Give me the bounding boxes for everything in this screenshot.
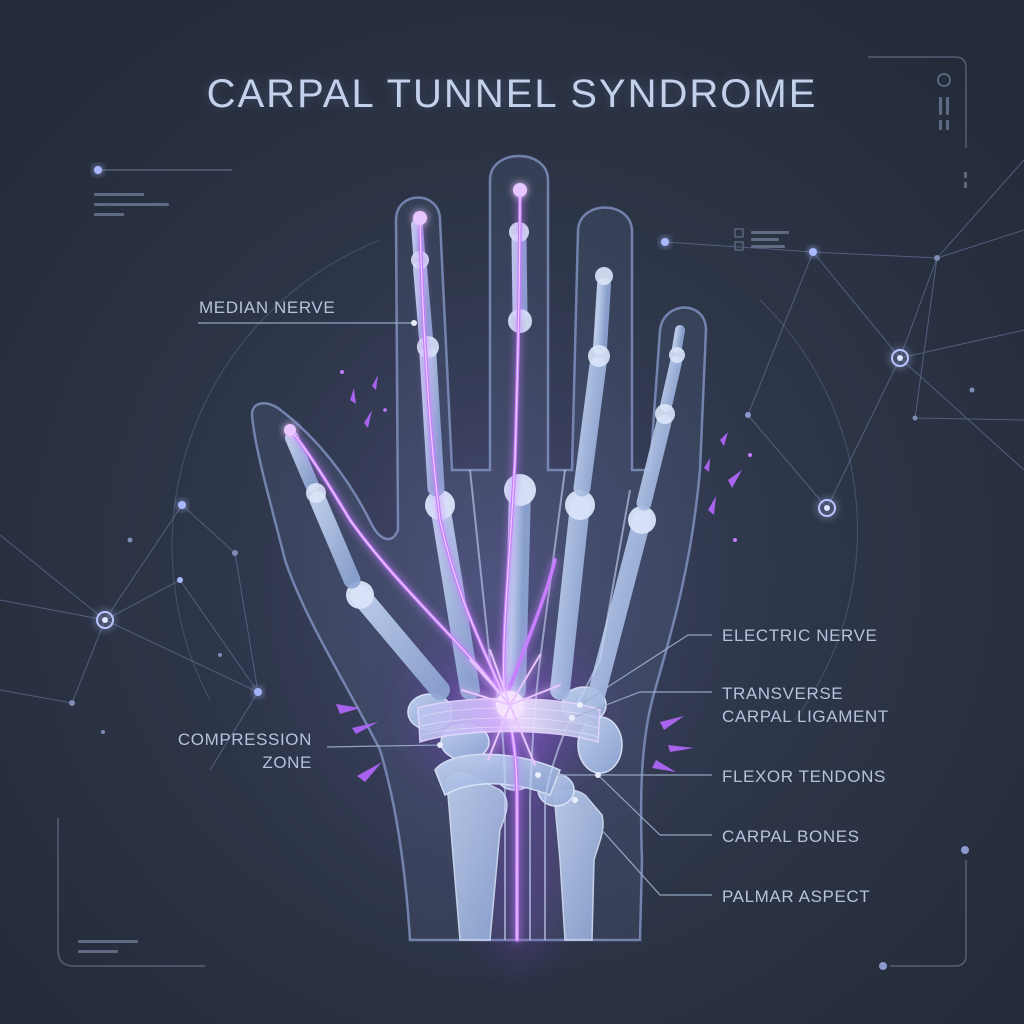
label-transverse-line1: TRANSVERSE [722, 684, 844, 703]
network-right [664, 159, 1024, 509]
forearm-bones [445, 772, 604, 941]
label-compression-zone-line1: COMPRESSION [177, 730, 312, 749]
label-palmar-aspect: PALMAR ASPECT [722, 887, 871, 906]
leader-lines [198, 322, 712, 896]
hud-decoration [78, 97, 967, 953]
label-transverse-carpal-ligament: TRANSVERSE CARPAL LIGAMENT [722, 682, 889, 728]
label-carpal-bones: CARPAL BONES [722, 827, 860, 846]
label-electric-nerve: ELECTRIC NERVE [722, 626, 878, 645]
label-median-nerve: MEDIAN NERVE [199, 298, 336, 317]
compression-burst [461, 649, 561, 766]
sparks [336, 375, 742, 782]
label-compression-zone-line2: ZONE [262, 753, 312, 772]
label-transverse-line2: CARPAL LIGAMENT [722, 707, 889, 726]
label-compression-zone: COMPRESSION ZONE [170, 728, 312, 774]
metacarpals [350, 479, 651, 709]
transverse-carpal-ligament [417, 697, 601, 744]
hud-frame [57, 56, 967, 967]
label-flexor-tendons: FLEXOR TENDONS [722, 767, 886, 786]
diagram-title: CARPAL TUNNEL SYNDROME [206, 72, 818, 116]
